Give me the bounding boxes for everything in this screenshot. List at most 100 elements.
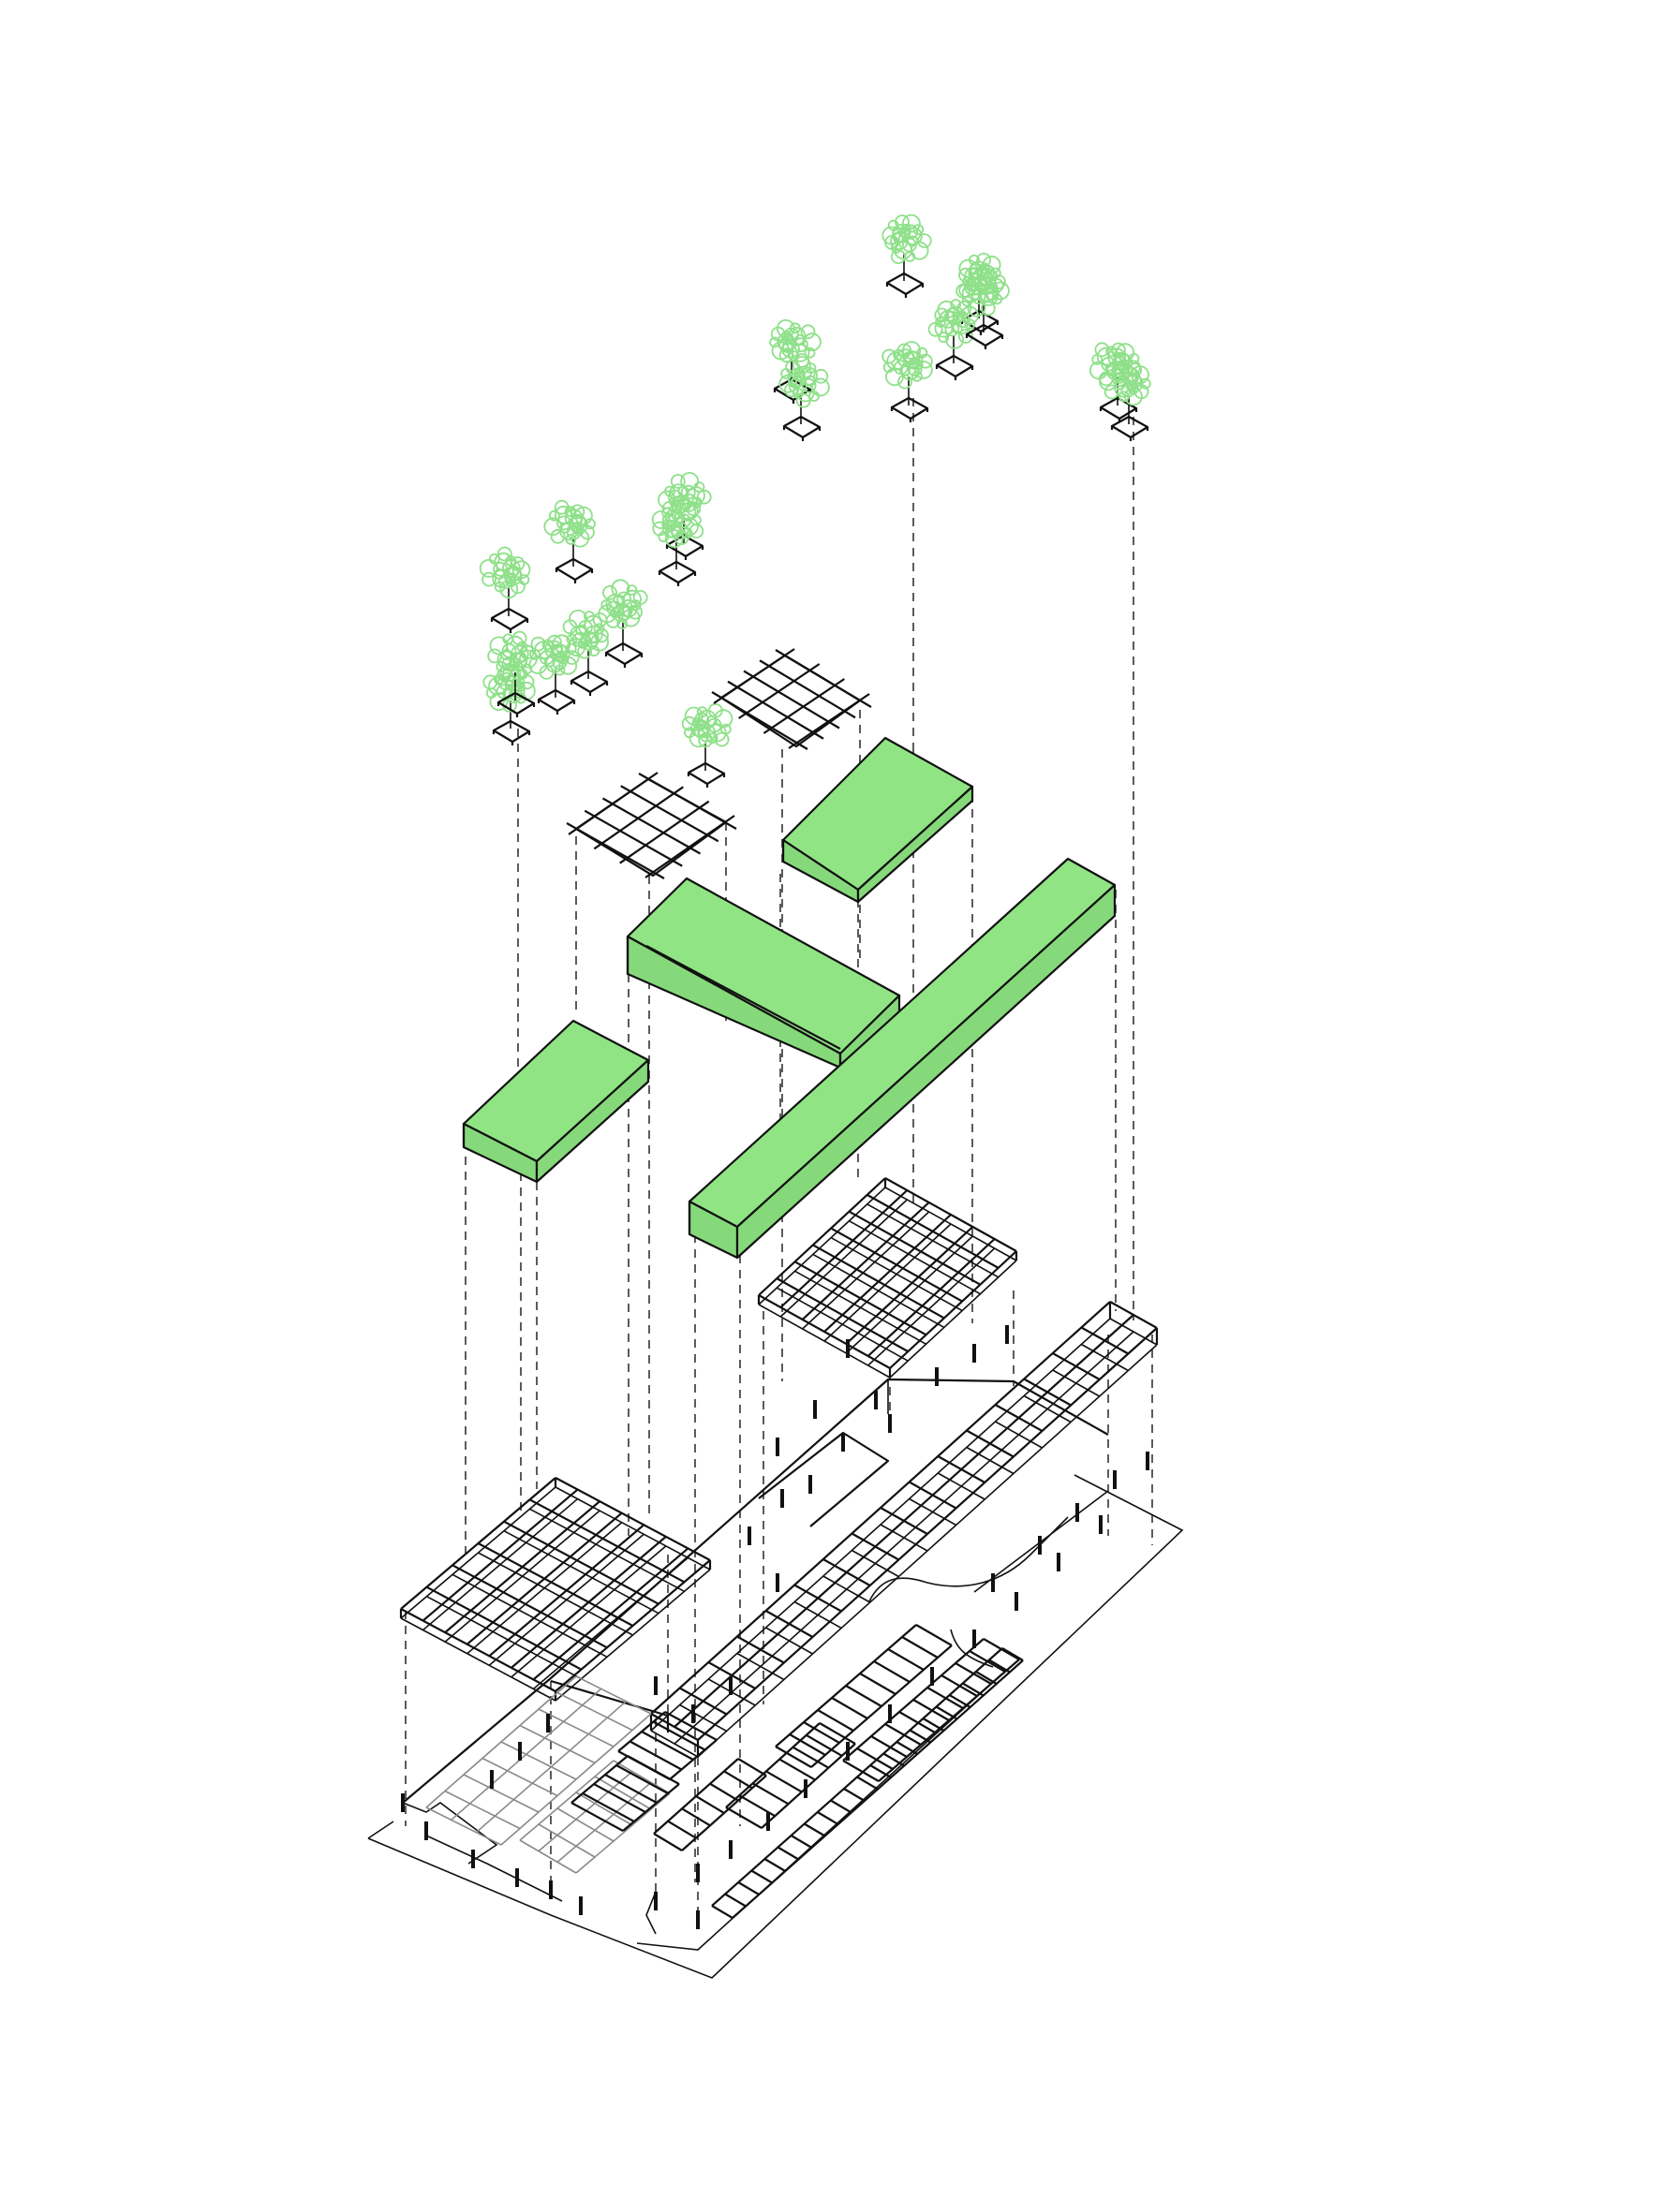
green-volume-d	[688, 857, 1117, 1260]
pergola-left	[566, 772, 737, 879]
canopy-leaf	[569, 515, 588, 535]
canopy-leaf	[780, 368, 792, 379]
pergola-beam	[619, 800, 710, 864]
grid-beam-depth	[697, 1344, 1158, 1758]
canopy-leaf	[669, 496, 681, 508]
grid-beam	[803, 1721, 840, 1744]
roof-grid-left	[399, 1477, 712, 1702]
canopy-leaf	[487, 648, 502, 664]
canopy-leaf	[515, 651, 526, 663]
tree-icon	[528, 634, 580, 715]
canopy-leaf	[991, 281, 1010, 301]
grid-beam	[842, 1760, 880, 1782]
canopy-leaf	[975, 278, 987, 290]
canopy-leaf	[890, 242, 902, 254]
grid-beam	[801, 1202, 930, 1320]
ground-plan	[367, 1325, 1184, 1979]
grid-beam	[641, 1731, 694, 1761]
grid-beam	[652, 1720, 706, 1751]
grid-beam	[593, 1783, 646, 1813]
grid-beam	[555, 1559, 711, 1692]
canopy-leaf	[803, 332, 822, 352]
canopy-leaf	[916, 233, 932, 249]
tree-icon	[927, 299, 979, 380]
canopy-leaf	[687, 486, 705, 505]
grid-beam	[778, 1758, 816, 1781]
canopy-leaf	[887, 219, 899, 231]
grid-beam	[629, 1740, 683, 1771]
canopy-leaf	[885, 367, 904, 387]
grid-beam	[570, 1755, 629, 1804]
canopy-leaf	[945, 330, 965, 349]
canopy-leaf	[1127, 362, 1143, 378]
pergola-beam	[711, 691, 808, 750]
canopy-leaf	[675, 513, 691, 528]
grid-beam	[887, 1648, 925, 1671]
canopy-leaf	[903, 224, 919, 240]
canopy-leaf	[907, 361, 923, 377]
grid-beam	[901, 1636, 939, 1659]
grid-beam	[765, 1770, 803, 1793]
grid-beam	[425, 1585, 583, 1671]
tree-icon	[881, 341, 933, 422]
grid-beam	[481, 1757, 558, 1797]
grid-beam	[889, 1250, 1017, 1369]
grid-beam	[856, 1747, 894, 1770]
grid-beam	[790, 1835, 813, 1849]
canopy-leaf	[626, 584, 638, 596]
canopy-leaf	[1111, 361, 1131, 381]
tree-icon	[543, 499, 596, 583]
grid-beam	[475, 1701, 627, 1834]
canopy-leaf	[934, 307, 950, 323]
grid-beam	[500, 1741, 577, 1780]
grid-beam	[500, 1713, 652, 1846]
planter-box	[555, 557, 594, 582]
pergola-beam	[593, 786, 684, 850]
pergola-beam	[738, 663, 821, 719]
canopy-leaf	[691, 716, 704, 729]
canopy-leaf	[679, 501, 699, 521]
canopy-leaf	[506, 635, 525, 655]
grid-beam	[503, 1520, 659, 1605]
tree-icon	[955, 267, 1010, 349]
canopy-leaf	[791, 343, 810, 362]
grid-beam	[725, 1722, 821, 1808]
canopy-leaf	[987, 282, 999, 294]
canopy-leaf	[911, 359, 924, 371]
canopy-leaf	[557, 653, 570, 665]
canopy-leaf	[670, 474, 686, 489]
tree-icon	[881, 214, 932, 298]
canopy-leaf	[1094, 342, 1110, 358]
canopy-leaf	[543, 517, 563, 537]
canopy-leaf	[489, 692, 509, 711]
tree-layer	[479, 214, 1151, 788]
canopy-leaf	[679, 494, 698, 512]
canopy-leaf	[564, 506, 576, 517]
grid-beam	[613, 1760, 671, 1794]
grid-beam	[425, 1675, 577, 1808]
planter-box	[490, 607, 529, 631]
canopy-leaf	[790, 377, 802, 390]
canopy-leaf	[623, 589, 642, 609]
canopy-leaf	[795, 383, 815, 403]
planter-box	[492, 719, 531, 744]
canopy-leaf	[584, 614, 603, 634]
canopy-leaf	[539, 665, 555, 680]
grid-beam	[1001, 1647, 1024, 1661]
grid-beam	[697, 1327, 1158, 1741]
grid-beam	[724, 1893, 747, 1908]
grid-beam	[873, 1660, 911, 1683]
canopy-leaf	[508, 565, 520, 577]
tree-icon	[651, 499, 704, 586]
grid-beam-depth	[503, 1529, 659, 1615]
canopy-leaf	[609, 607, 621, 619]
green-volume-a	[462, 1019, 650, 1184]
grid-beam-depth	[889, 1260, 1017, 1379]
grid-beam-depth	[422, 1497, 579, 1631]
canopy-leaf	[970, 276, 988, 296]
planter-box	[1110, 415, 1149, 439]
canopy-leaf	[661, 507, 673, 519]
grid-beam	[463, 1774, 540, 1813]
canopy-leaf	[573, 524, 585, 537]
canopy-leaf	[918, 353, 933, 369]
